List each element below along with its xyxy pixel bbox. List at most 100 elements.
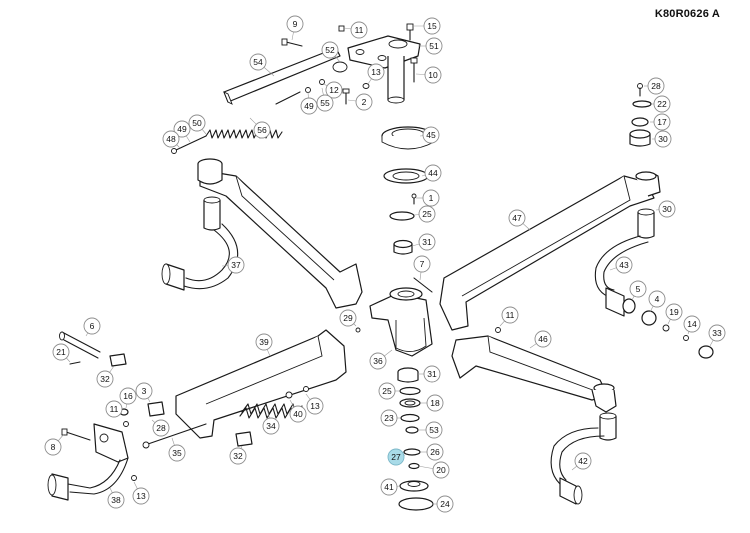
bearing-stack-lower	[397, 367, 434, 511]
callout-bubble	[426, 443, 444, 461]
part-callout-21[interactable]: 21	[52, 343, 70, 361]
callout-bubble	[615, 256, 633, 274]
part-callout-13[interactable]: 13	[306, 397, 324, 415]
part-callout-45[interactable]: 45	[422, 126, 440, 144]
part-callout-42[interactable]: 42	[574, 452, 592, 470]
callout-bubble	[152, 419, 170, 437]
part-callout-1[interactable]: 1	[422, 189, 440, 207]
part-callout-28[interactable]: 28	[152, 419, 170, 437]
part-callout-20[interactable]: 20	[432, 461, 450, 479]
part-callout-33[interactable]: 33	[708, 324, 726, 342]
part-callout-49[interactable]: 49	[300, 97, 318, 115]
part-callout-28[interactable]: 28	[647, 77, 665, 95]
part-callout-24[interactable]: 24	[436, 495, 454, 513]
callout-number: 45	[426, 130, 436, 140]
part-callout-52[interactable]: 52	[321, 41, 339, 59]
callout-number: 1	[429, 193, 434, 203]
callout-bubble	[289, 405, 307, 423]
callout-number: 36	[373, 356, 383, 366]
part-callout-48[interactable]: 48	[162, 130, 180, 148]
part-callout-30[interactable]: 30	[658, 200, 676, 218]
part-callout-5[interactable]: 5	[629, 280, 647, 298]
callout-bubble	[105, 400, 123, 418]
part-callout-50[interactable]: 50	[188, 114, 206, 132]
callout-number: 51	[429, 41, 439, 51]
part-callout-6[interactable]: 6	[83, 317, 101, 335]
part-callout-13[interactable]: 13	[367, 63, 385, 81]
part-callout-53[interactable]: 53	[425, 421, 443, 439]
part-callout-29[interactable]: 29	[339, 309, 357, 327]
part-callout-8[interactable]: 8	[44, 438, 62, 456]
part-callout-27[interactable]: 27	[387, 448, 405, 466]
part-callout-49[interactable]: 49	[173, 120, 191, 138]
part-callout-7[interactable]: 7	[413, 255, 431, 273]
part-callout-2[interactable]: 2	[355, 93, 373, 111]
part-callout-37[interactable]: 37	[227, 256, 245, 274]
drawing-reference: K80R0626 A	[654, 8, 720, 20]
callout-bubble	[339, 309, 357, 327]
part-callout-18[interactable]: 18	[426, 394, 444, 412]
callout-number: 22	[657, 99, 667, 109]
part-callout-44[interactable]: 44	[424, 164, 442, 182]
part-callout-16[interactable]: 16	[119, 387, 137, 405]
part-callout-11[interactable]: 11	[501, 306, 519, 324]
callout-number: 34	[266, 421, 276, 431]
part-callout-31[interactable]: 31	[418, 233, 436, 251]
callout-number: 41	[384, 482, 394, 492]
part-callout-41[interactable]: 41	[380, 478, 398, 496]
part-callout-4[interactable]: 4	[648, 290, 666, 308]
callout-number: 35	[172, 448, 182, 458]
part-callout-3[interactable]: 3	[135, 382, 153, 400]
part-callout-35[interactable]: 35	[168, 444, 186, 462]
callout-bubble	[653, 95, 671, 113]
part-callout-40[interactable]: 40	[289, 405, 307, 423]
part-callout-38[interactable]: 38	[107, 491, 125, 509]
part-callout-11[interactable]: 11	[105, 400, 123, 418]
callout-number: 37	[231, 260, 241, 270]
part-callout-30[interactable]: 30	[654, 130, 672, 148]
part-callout-13[interactable]: 13	[132, 487, 150, 505]
callout-bubble	[380, 478, 398, 496]
callout-number: 19	[669, 307, 679, 317]
callout-bubble	[52, 343, 70, 361]
callout-bubble	[648, 290, 666, 308]
part-callout-15[interactable]: 15	[423, 17, 441, 35]
part-callout-31[interactable]: 31	[423, 365, 441, 383]
part-callout-34[interactable]: 34	[262, 417, 280, 435]
part-callout-46[interactable]: 46	[534, 330, 552, 348]
part-callout-22[interactable]: 22	[653, 95, 671, 113]
part-callout-12[interactable]: 12	[325, 81, 343, 99]
callout-bubble	[378, 382, 396, 400]
part-callout-47[interactable]: 47	[508, 209, 526, 227]
part-callout-39[interactable]: 39	[255, 333, 273, 351]
part-callout-26[interactable]: 26	[426, 443, 444, 461]
part-callout-51[interactable]: 51	[425, 37, 443, 55]
callout-number: 21	[56, 347, 66, 357]
callout-number: 42	[578, 456, 588, 466]
part-callout-25[interactable]: 25	[418, 205, 436, 223]
callout-number: 32	[100, 374, 110, 384]
part-callout-32[interactable]: 32	[229, 447, 247, 465]
part-callout-54[interactable]: 54	[249, 53, 267, 71]
callout-number: 29	[343, 313, 353, 323]
right-upper-arm	[439, 171, 714, 359]
callout-bubble	[255, 333, 273, 351]
part-callout-17[interactable]: 17	[653, 113, 671, 131]
callout-number: 9	[293, 19, 298, 29]
part-callout-11[interactable]: 11	[350, 21, 368, 39]
part-callout-14[interactable]: 14	[683, 315, 701, 333]
part-callout-32[interactable]: 32	[96, 370, 114, 388]
callout-number: 55	[320, 98, 330, 108]
callout-number: 43	[619, 260, 629, 270]
callout-number: 54	[253, 57, 263, 67]
part-callout-55[interactable]: 55	[316, 94, 334, 112]
part-callout-56[interactable]: 56	[253, 121, 271, 139]
part-callout-19[interactable]: 19	[665, 303, 683, 321]
part-callout-25[interactable]: 25	[378, 382, 396, 400]
part-callout-23[interactable]: 23	[380, 409, 398, 427]
part-callout-9[interactable]: 9	[286, 15, 304, 33]
part-callout-36[interactable]: 36	[369, 352, 387, 370]
part-callout-43[interactable]: 43	[615, 256, 633, 274]
part-callout-10[interactable]: 10	[424, 66, 442, 84]
callout-number: 44	[428, 168, 438, 178]
